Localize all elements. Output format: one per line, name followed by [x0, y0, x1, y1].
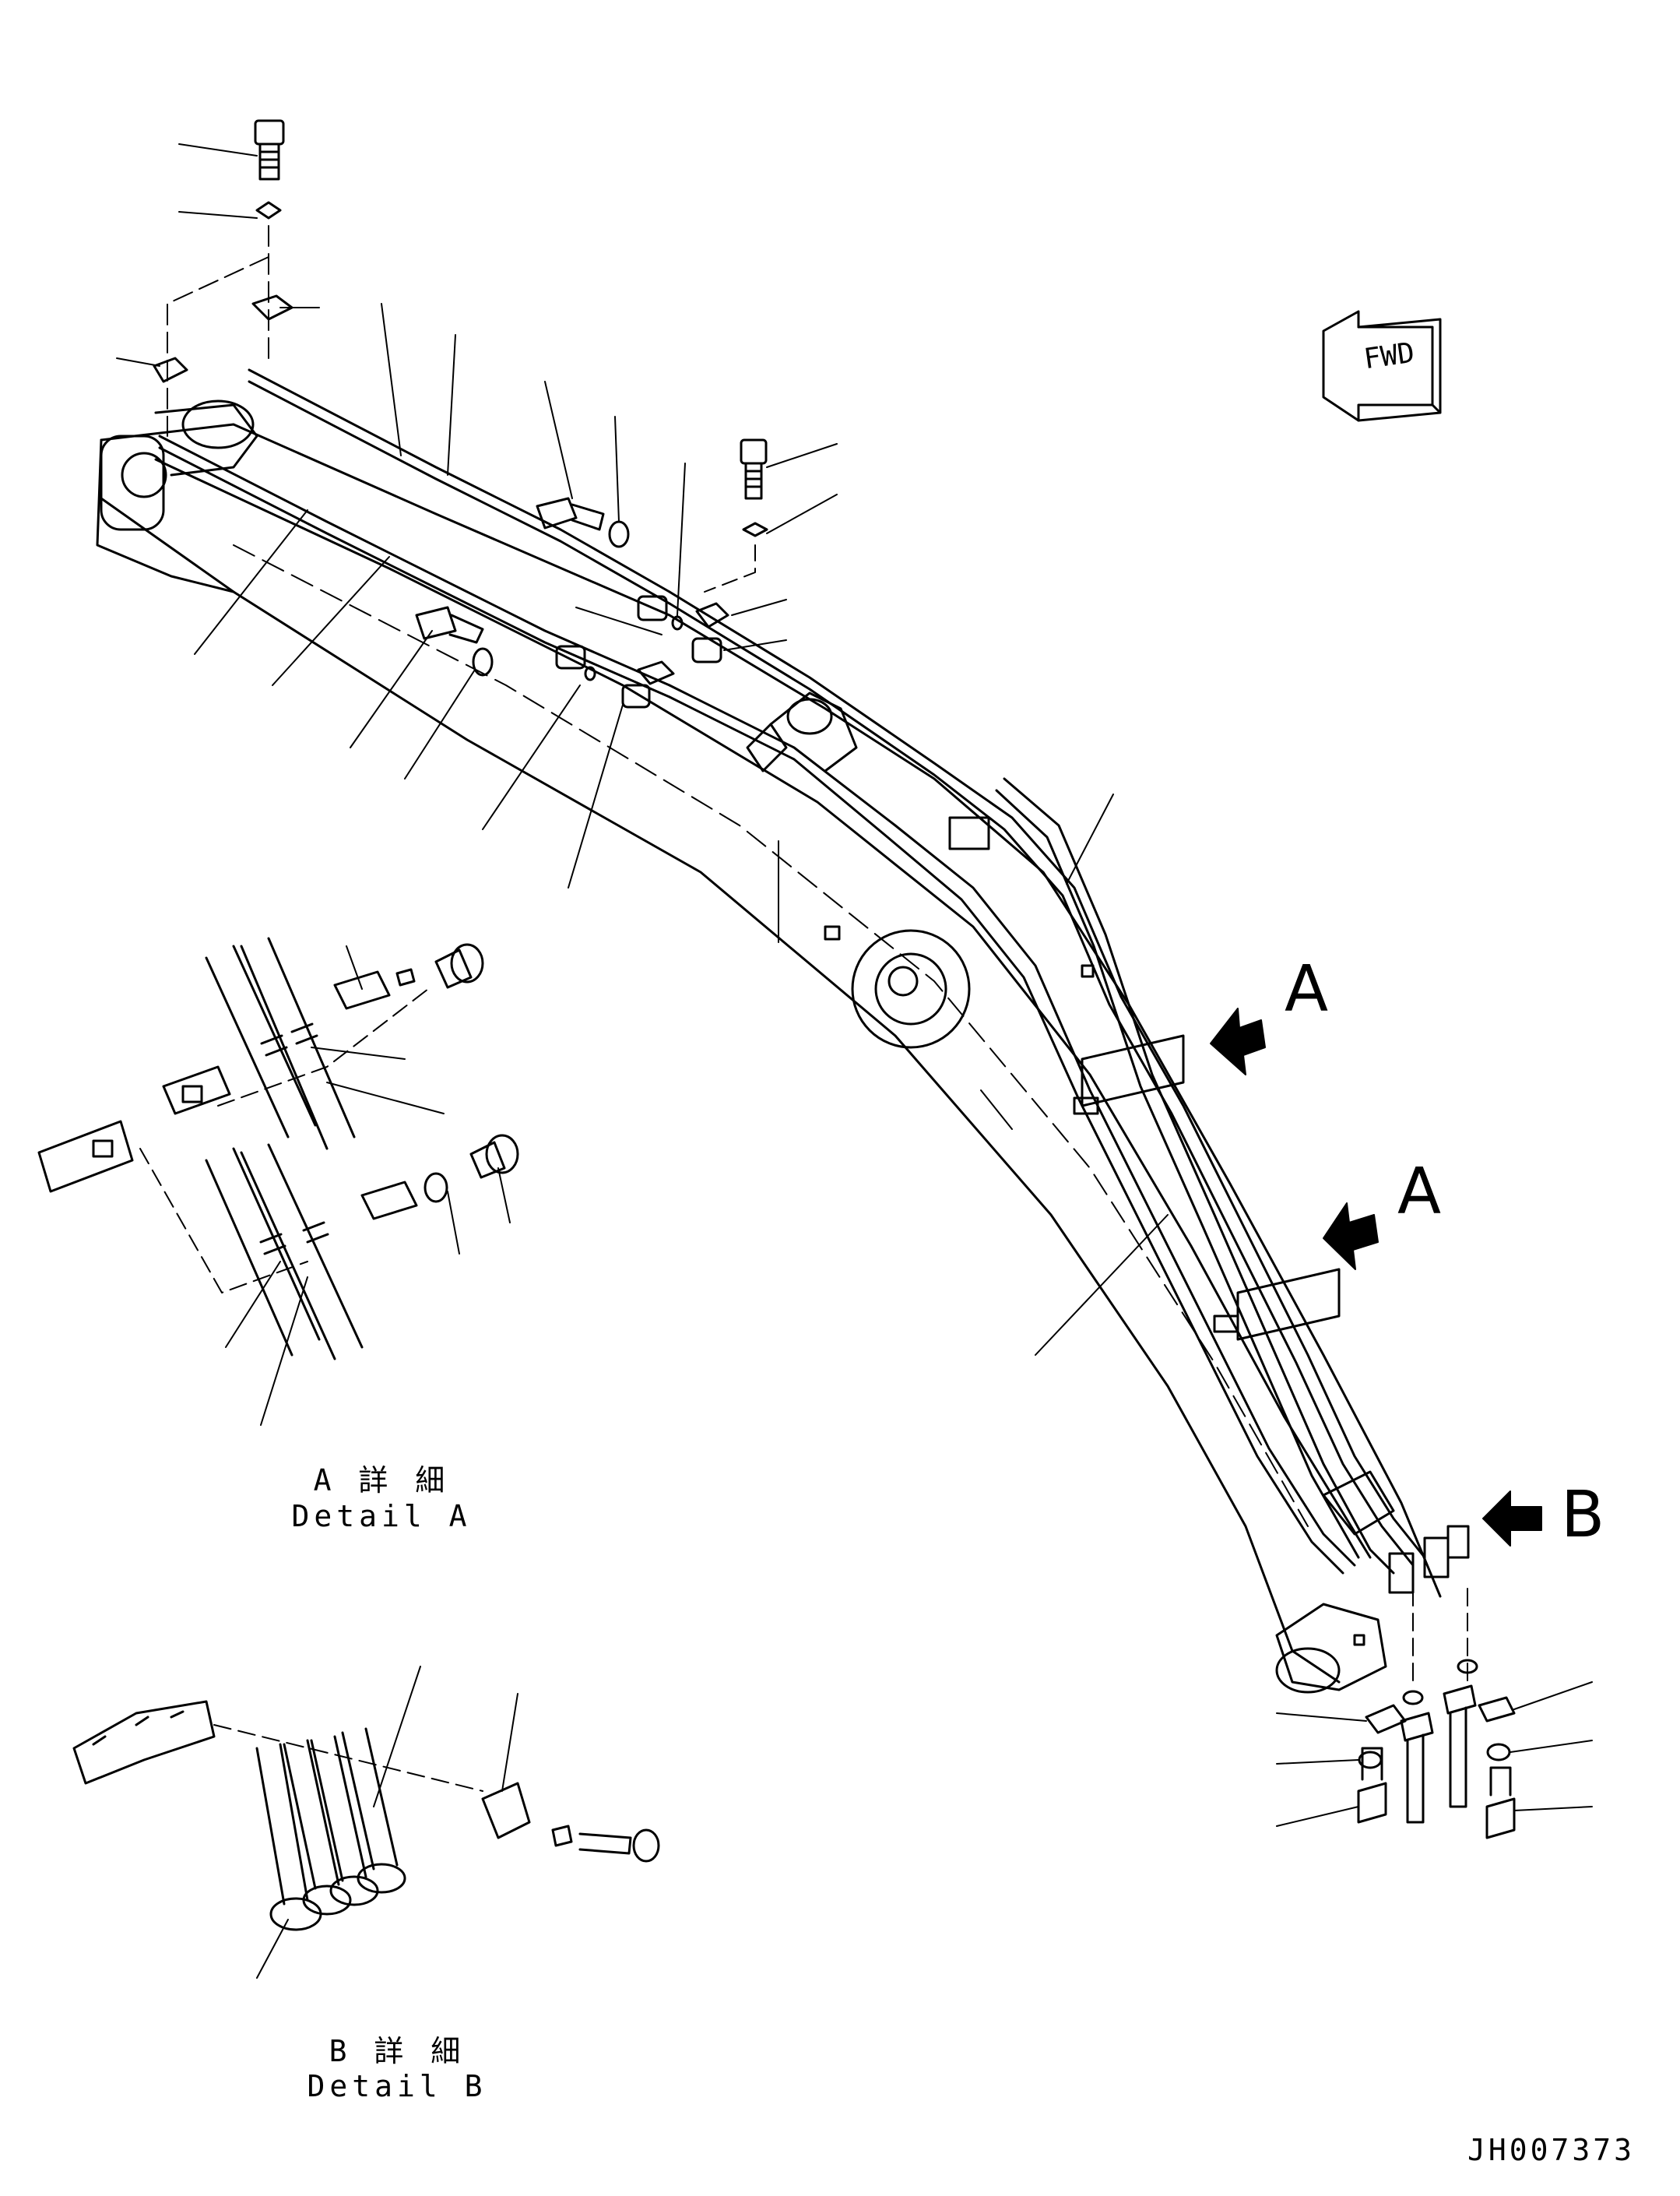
fwd-arrow [1322, 310, 1442, 422]
arrow-a-upper [1210, 1008, 1266, 1075]
leader-lines [116, 143, 1169, 1356]
arrow-a-lower [1323, 1202, 1379, 1270]
detail-a-caption-jp: A 詳 細 [313, 1463, 450, 1497]
arrow-b [1482, 1490, 1542, 1547]
fwd-label: FWD [1362, 336, 1417, 376]
callout-label-b: B [1561, 1478, 1605, 1552]
detail-b-drawing [72, 1666, 660, 1979]
arm-body [96, 399, 1442, 1694]
detail-a-drawing [37, 937, 519, 1426]
detail-b-caption-en: Detail B [307, 2069, 487, 2103]
detail-b-caption-jp: B 詳 細 [329, 2034, 466, 2068]
detail-a-caption-en: Detail A [291, 1499, 472, 1533]
top-exploded-parts [153, 119, 768, 709]
drawing-code: JH007373 [1467, 2133, 1636, 2167]
front-end-parts [1276, 1588, 1593, 1839]
callout-arrows [1210, 1008, 1542, 1547]
callout-label-a-lower: A [1397, 1155, 1442, 1229]
hydraulic-pipes [158, 368, 1470, 1594]
callout-label-a-upper: A [1285, 952, 1329, 1026]
